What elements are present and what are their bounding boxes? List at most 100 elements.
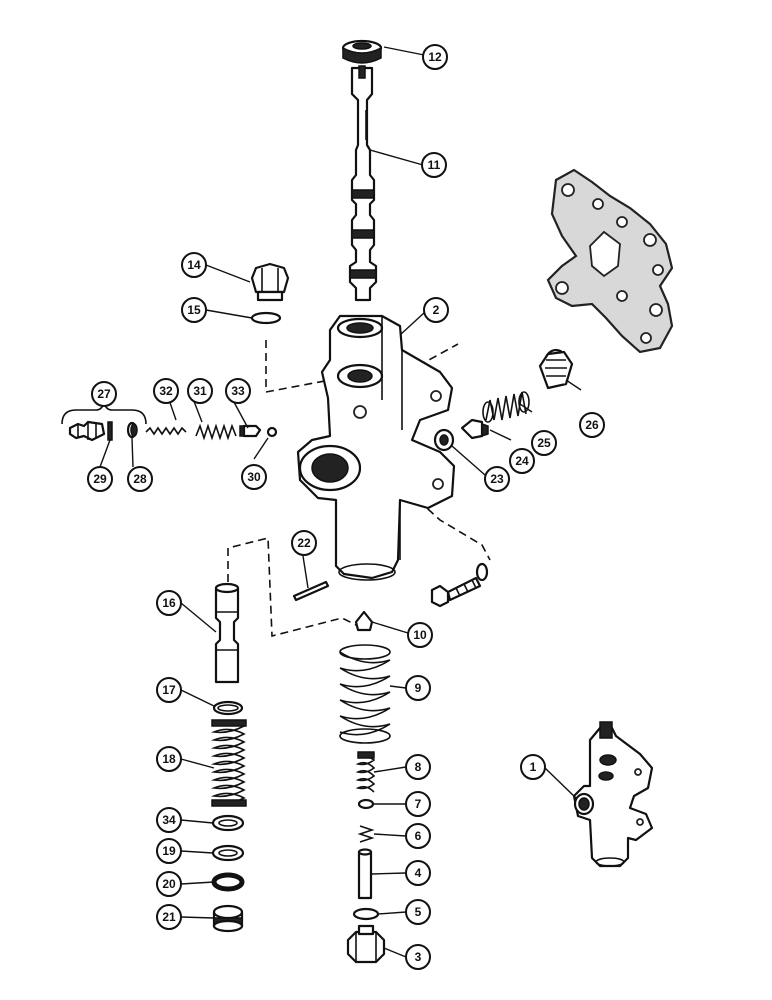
svg-text:22: 22 [297,536,311,550]
callout-26: 26 [579,412,605,438]
svg-text:12: 12 [428,50,442,64]
svg-text:3: 3 [415,950,422,964]
svg-text:33: 33 [231,384,245,398]
svg-text:15: 15 [187,303,201,317]
part-30-ball [266,426,278,438]
part-8-spring [355,751,376,793]
svg-text:10: 10 [413,628,427,642]
svg-text:17: 17 [162,683,176,697]
part-4-pin [357,848,373,900]
callout-28: 28 [127,466,153,492]
svg-text:1: 1 [530,760,537,774]
part-29-fitting [68,420,113,442]
callout-14: 14 [181,252,207,278]
part-31-spring [195,423,237,441]
svg-text:26: 26 [585,418,599,432]
callout-16: 16 [156,590,182,616]
washer [475,562,489,582]
part-2-valve-body [296,314,456,581]
callout-8: 8 [405,754,431,780]
callout-31: 31 [187,378,213,404]
callout-33: 33 [225,378,251,404]
part-25-spring [482,391,530,423]
part-23-seat [433,428,455,452]
callout-34: 34 [156,807,182,833]
callout-22: 22 [291,530,317,556]
part-28-seal [126,421,138,439]
callout-5: 5 [405,899,431,925]
callout-30: 30 [241,464,267,490]
svg-text:31: 31 [193,384,207,398]
svg-text:24: 24 [515,454,529,468]
callout-24: 24 [509,448,535,474]
callout-19: 19 [156,838,182,864]
callout-4: 4 [405,860,431,886]
callout-23: 23 [484,466,510,492]
part-7-washer [357,798,375,810]
svg-text:19: 19 [162,844,176,858]
part-24-poppet [460,418,489,440]
part-15-o-ring [250,311,282,325]
part-11-valve-spool [348,65,378,302]
svg-text:6: 6 [415,829,422,843]
part-21-plug [212,904,244,933]
callout-17: 17 [156,677,182,703]
callout-10: 10 [407,622,433,648]
part-33-poppet [239,424,262,438]
svg-text:25: 25 [537,436,551,450]
part-17-snap-ring [212,700,244,716]
callout-3: 3 [405,944,431,970]
part-10-cone [354,610,374,632]
svg-text:9: 9 [415,681,422,695]
callout-25: 25 [531,430,557,456]
part-22-pin [292,580,330,602]
part-19-washer [211,844,245,862]
svg-text:4: 4 [415,866,422,880]
part-12-seal [341,39,383,64]
svg-text:18: 18 [162,752,176,766]
svg-text:5: 5 [415,905,422,919]
callout-18: 18 [156,746,182,772]
part-14-plug [250,262,290,302]
svg-text:27: 27 [97,387,111,401]
part-3-plug [346,924,386,964]
svg-text:23: 23 [490,472,504,486]
callout-32: 32 [153,378,179,404]
callout-12: 12 [422,44,448,70]
svg-text:14: 14 [187,258,201,272]
part-32-spring [145,426,187,436]
svg-text:32: 32 [159,384,173,398]
svg-text:16: 16 [162,596,176,610]
callout-29: 29 [87,466,113,492]
part-34-washer [211,814,245,832]
svg-text:20: 20 [162,877,176,891]
svg-text:30: 30 [247,470,261,484]
callout-6: 6 [405,823,431,849]
part-26-plug [538,348,574,390]
svg-text:7: 7 [415,797,422,811]
callout-2: 2 [423,297,449,323]
part-16-piston [214,582,240,684]
part-1-valve-assembly [572,721,654,868]
svg-text:11: 11 [428,158,441,172]
part-5-o-ring [352,907,380,921]
gasket [546,168,674,354]
svg-text:29: 29 [93,472,107,486]
callout-15: 15 [181,297,207,323]
svg-text:21: 21 [162,910,176,924]
callout-20: 20 [156,871,182,897]
svg-text:34: 34 [162,813,176,827]
part-6-spring [357,825,375,843]
leader-lines [99,46,582,958]
callout-9: 9 [405,675,431,701]
svg-text:2: 2 [433,303,440,317]
bolt [430,576,482,608]
svg-text:28: 28 [133,472,147,486]
callout-7: 7 [405,791,431,817]
svg-text:8: 8 [415,760,422,774]
part-18-spring [210,719,247,807]
part-9-spring [339,644,391,744]
callout-11: 11 [421,152,447,178]
